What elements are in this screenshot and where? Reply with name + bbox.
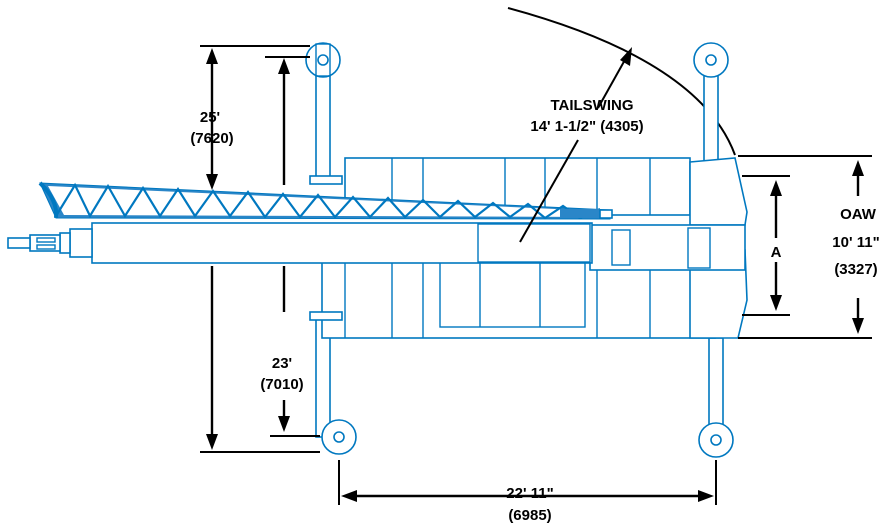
outrigger-rear-lower [698,337,734,458]
outrigger-spread-mm-label: (6985) [508,507,551,524]
dimension-a-label: A [771,244,782,261]
outrigger-longitudinal-mm-label: (7620) [190,130,233,147]
tailswing-value-label: 14' 1-1/2" (4305) [530,118,643,135]
outrigger-longitudinal-feet-label: 25' [200,109,220,126]
tailswing-arc [507,7,736,156]
outrigger-front-lower [315,314,357,455]
tailswing-title-label: TAILSWING [550,97,633,114]
oaw-mm-label: (3327) [834,261,877,278]
outrigger-spread-feet-label: 22' 11" [506,485,553,502]
oaw-feet-label: 10' 11" [832,234,879,251]
outrigger-front-upper [305,42,341,181]
lattice-jib [38,181,613,220]
outrigger-rear-upper [693,42,729,163]
outrigger-retracted-feet-label: 23' [272,355,292,372]
cab-rear-upper [689,157,748,226]
turntable-housing [589,224,746,271]
outrigger-retracted-mm-label: (7010) [260,376,303,393]
oaw-title-label: OAW [840,206,877,223]
telescopic-boom [7,222,593,264]
